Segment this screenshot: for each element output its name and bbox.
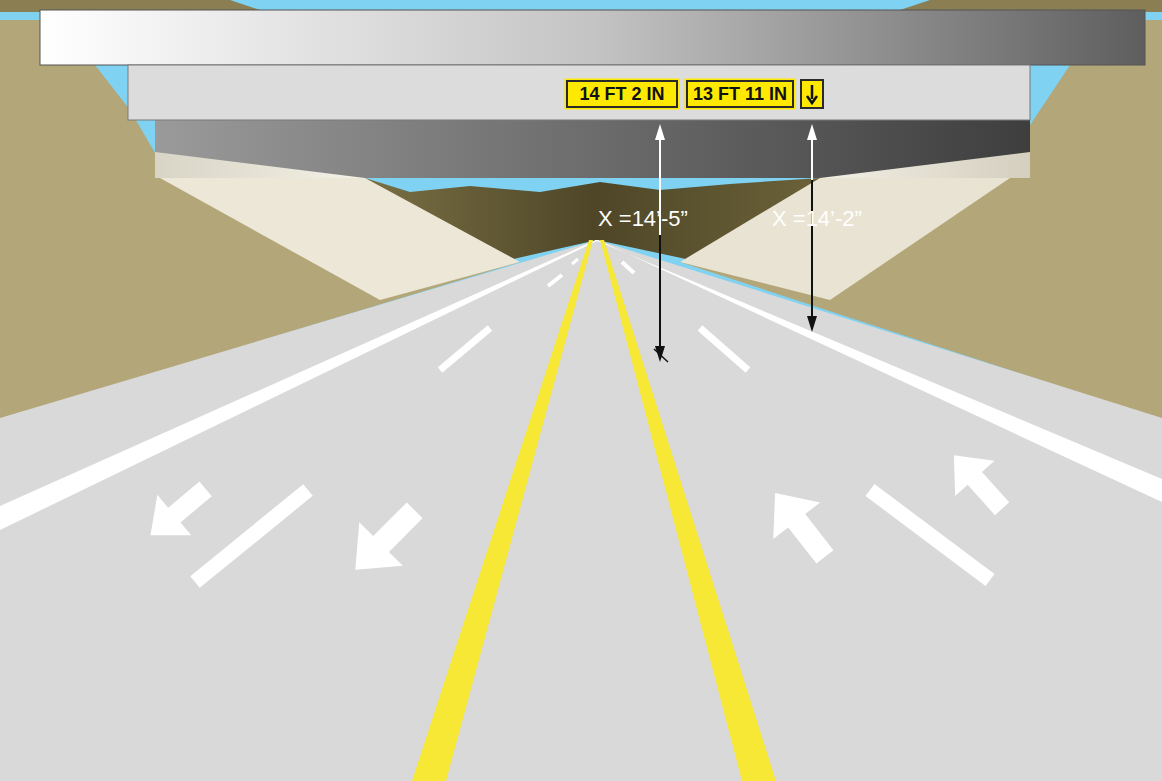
pavement-arrow [133,469,222,556]
lane-dash [195,490,308,582]
sky-strip [230,0,930,10]
sign-text: 14 FT 2 IN [579,84,664,105]
arrowhead [807,124,817,140]
pavement-arrow [334,489,437,592]
center-line [412,240,593,781]
down-arrow-symbol [807,85,817,103]
pavement-arrow [752,475,849,575]
dimension-line [659,235,661,348]
lane-dash [440,328,490,370]
bridge-underside [155,120,1030,178]
bridge-deck [40,10,1145,65]
dimension-line [811,180,813,318]
lane-dashes [195,259,990,582]
clearance-sign: 14 FT 2 IN [566,80,678,108]
lane-dash [548,275,562,286]
lane-dash [622,262,634,273]
arrowhead [807,316,817,332]
lane-dash [572,259,578,264]
clearance-dimension [654,124,668,362]
lane-dash [700,328,748,370]
road-surface [0,240,1162,781]
sign-text: 13 FT 11 IN [693,84,787,105]
bridge-fascia [128,65,1030,120]
dimension-tick [654,349,668,362]
pavement-arrow [934,438,1021,527]
clearance-sign: 13 FT 11 IN [686,80,794,108]
lane-dash [870,490,990,580]
sign-arrow [801,80,823,108]
pavement-arrows [133,438,1021,592]
dimension-label: X =14’-5” [598,206,688,232]
right-abutment-slope [680,178,1010,300]
arrowhead [655,124,665,140]
center-line [600,240,776,781]
dimension-label: X =14’-2” [772,206,862,232]
arrow-sign [801,80,823,108]
dimension-line [811,135,813,180]
right-edge-line [595,240,1162,502]
